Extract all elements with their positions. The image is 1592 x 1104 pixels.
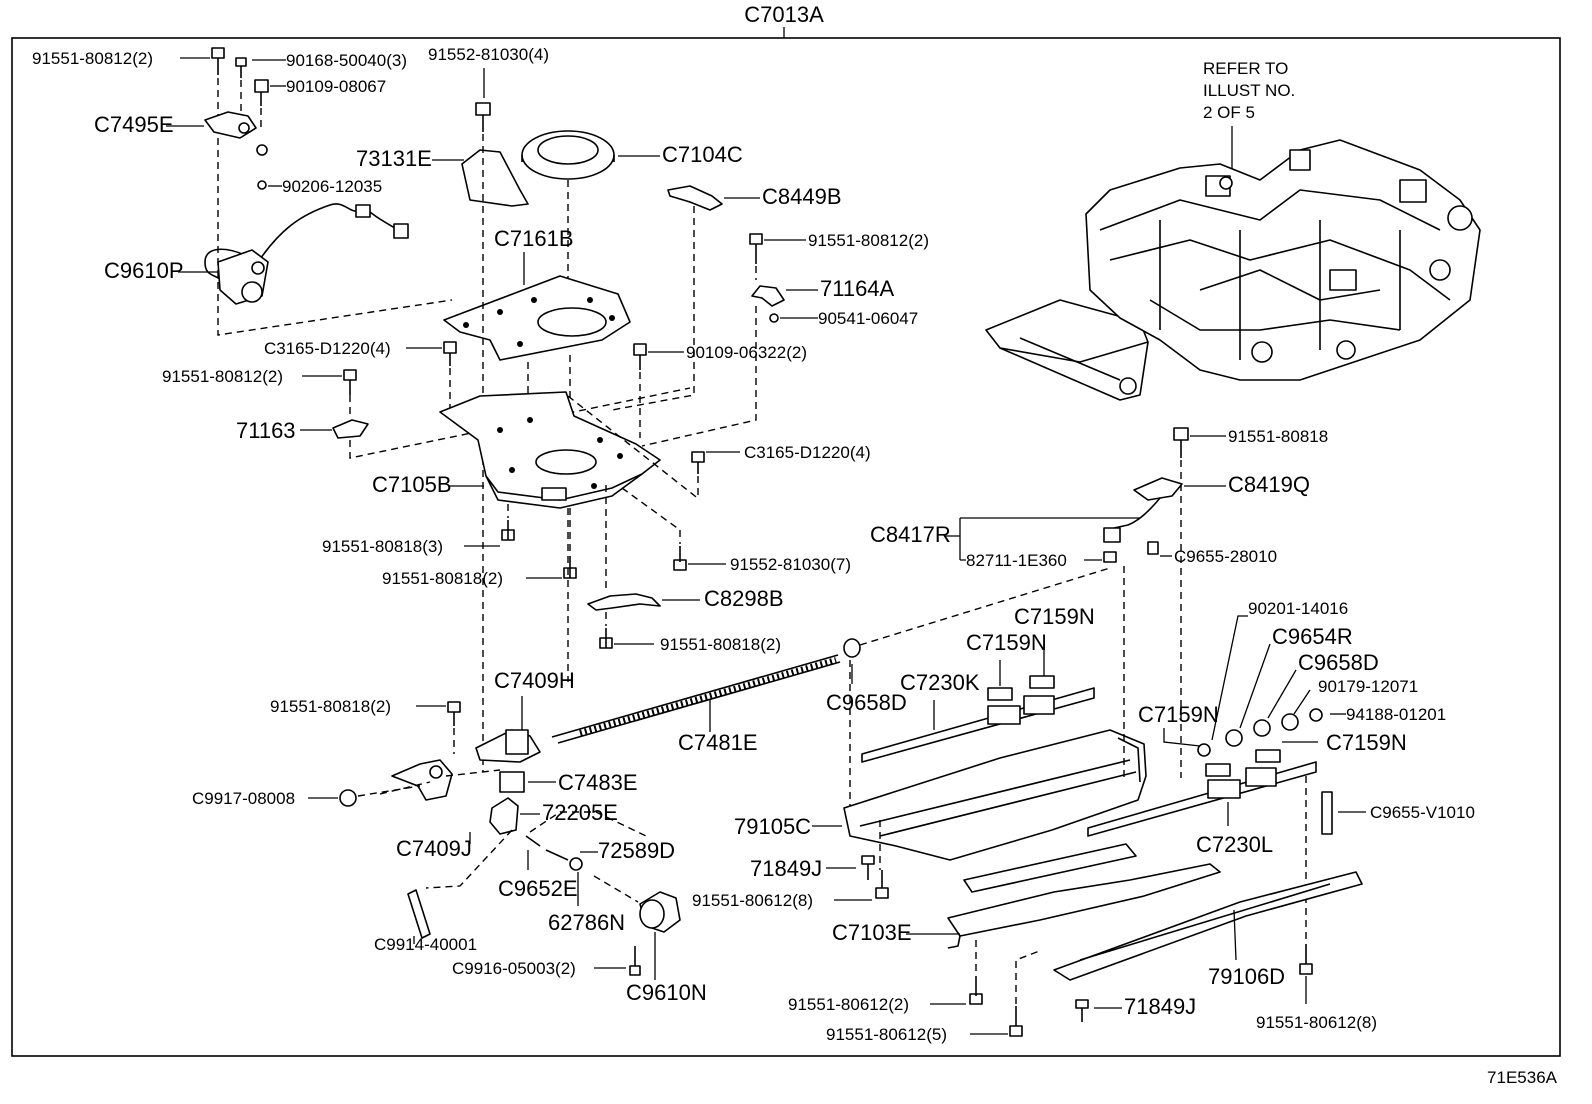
part-label: 91551-80612(8)	[1256, 1013, 1377, 1032]
assembly-code: C7013A	[744, 2, 824, 27]
part-label: C9655-V1010	[1370, 803, 1475, 822]
part-label: 91551-80818(2)	[660, 635, 781, 654]
part-label: C7103E	[832, 920, 912, 945]
part-label: 90206-12035	[282, 177, 382, 196]
part-label: C3165-D1220(4)	[744, 443, 871, 462]
refer-note-line: ILLUST NO.	[1203, 81, 1295, 100]
part-label: 72205E	[542, 800, 618, 825]
part-label: 90109-06322(2)	[686, 343, 807, 362]
part-label: C9610P	[104, 258, 184, 283]
diagram-frame	[11, 37, 1561, 1057]
part-label: 90179-12071	[1318, 677, 1418, 696]
part-label: C9914-40001	[374, 935, 477, 954]
part-label: C9652E	[498, 876, 578, 901]
part-label: 90541-06047	[818, 309, 918, 328]
part-label: C7159N	[966, 630, 1047, 655]
part-label: 91551-80818(2)	[382, 569, 503, 588]
part-label: C7159N	[1014, 604, 1095, 629]
part-label: C9658D	[1298, 650, 1379, 675]
center-plates	[439, 102, 785, 772]
part-label: 71163	[236, 418, 296, 443]
part-label: C7159N	[1138, 702, 1219, 727]
refer-note: REFER TO ILLUST NO. 2 OF 5	[1203, 59, 1295, 172]
part-label: C8298B	[704, 586, 784, 611]
leader-lines	[166, 57, 1366, 1035]
part-label: C9655-28010	[1174, 547, 1277, 566]
figure-code: 71E536A	[1487, 1068, 1558, 1087]
part-label: 79105C	[734, 814, 811, 839]
part-label: 79106D	[1208, 964, 1285, 989]
part-label: 62786N	[548, 910, 625, 935]
part-label: C7409J	[396, 836, 472, 861]
part-label: C3165-D1220(4)	[264, 339, 391, 358]
part-label: C7161B	[494, 226, 574, 251]
part-label: 91551-80818(2)	[270, 697, 391, 716]
part-label: C7483E	[558, 770, 638, 795]
part-label: C7104C	[662, 142, 743, 167]
lower-left-mechanism	[339, 567, 1111, 976]
part-label: C8449B	[762, 184, 842, 209]
part-label: C9610N	[626, 980, 707, 1005]
part-label: 90201-14016	[1248, 599, 1348, 618]
part-label: C8417R	[870, 522, 951, 547]
part-label: C7159N	[1326, 730, 1407, 755]
part-label: 91551-80818(3)	[322, 537, 443, 556]
part-label: 91551-80812(2)	[808, 231, 929, 250]
part-label: 91551-80818	[1228, 427, 1328, 446]
seat-frame-drawing	[985, 139, 1481, 401]
part-label: 73131E	[356, 146, 432, 171]
part-label: 91551-80612(5)	[826, 1025, 947, 1044]
part-label: 71849J	[750, 856, 822, 881]
part-label: C7230K	[900, 670, 980, 695]
refer-note-line: 2 OF 5	[1203, 103, 1255, 122]
part-label: C7481E	[678, 730, 758, 755]
part-label: C7105B	[372, 472, 452, 497]
part-label: 91551-80612(2)	[788, 995, 909, 1014]
upper-left-parts	[204, 47, 691, 459]
part-label: 90109-08067	[286, 77, 386, 96]
part-label: C8419Q	[1228, 472, 1310, 497]
part-label: 71849J	[1124, 994, 1196, 1019]
part-label: 91552-81030(7)	[730, 555, 851, 574]
part-label: C7230L	[1196, 832, 1273, 857]
part-label: 91552-81030(4)	[428, 45, 549, 64]
part-label: 72589D	[598, 838, 675, 863]
part-label: C9658D	[826, 690, 907, 715]
seat-track-drawing	[843, 427, 1363, 1037]
part-label: C7495E	[94, 112, 174, 137]
part-label: 90168-50040(3)	[286, 51, 407, 70]
part-label: C9916-05003(2)	[452, 959, 576, 978]
part-label: 91551-80812(2)	[162, 367, 283, 386]
refer-note-line: REFER TO	[1203, 59, 1288, 78]
part-label: 91551-80812(2)	[32, 49, 153, 68]
part-label: C7409H	[494, 668, 575, 693]
part-label: 82711-1E360	[966, 551, 1067, 570]
part-label: 71164A	[820, 276, 895, 301]
part-label: C9654R	[1272, 624, 1353, 649]
part-label: C9917-08008	[192, 789, 295, 808]
part-label: 94188-01201	[1346, 705, 1446, 724]
part-label: 91551-80612(8)	[692, 891, 813, 910]
part-labels: 91551-80812(2) 90168-50040(3) 91552-81030(…	[32, 45, 1475, 1044]
